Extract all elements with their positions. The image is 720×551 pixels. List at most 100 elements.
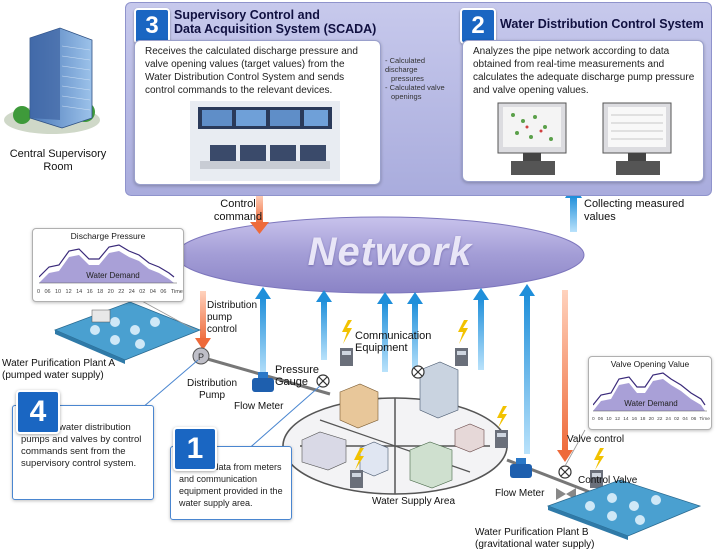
- scada-title-line2: Data Acquisition System (SCADA): [174, 22, 377, 36]
- plant-a-line2: (pumped water supply): [2, 370, 104, 381]
- control-command-line2: command: [213, 211, 263, 223]
- control-command-line1: Control: [220, 198, 256, 210]
- distribution-pump-line1: Distribution: [186, 378, 238, 389]
- control-valve-label: Control Valve: [578, 475, 638, 486]
- step4-number-badge: 4: [16, 390, 60, 434]
- tick: 06: [597, 417, 604, 422]
- tick: 04: [682, 417, 688, 422]
- flow-meter-b-label: Flow Meter: [495, 488, 545, 499]
- step1-callout: Collects data from meters and communicat…: [170, 446, 292, 520]
- tick: 06: [44, 289, 51, 295]
- comm-equipment-line2: Equipment: [355, 342, 408, 354]
- tick: 04: [149, 289, 156, 295]
- pump-control-arrow: [200, 291, 206, 341]
- collecting-line1: Collecting measured: [584, 198, 685, 210]
- collecting-line2: values: [584, 211, 616, 223]
- discharge-chart-title: Discharge Pressure: [70, 231, 146, 241]
- tick: 20: [107, 289, 114, 295]
- tick: 24: [128, 289, 135, 295]
- scada-card: Receives the calculated discharge pressu…: [134, 40, 381, 185]
- step1-number-badge: 1: [173, 427, 217, 471]
- transfer-note-line4: openings: [391, 92, 422, 101]
- distribution-pump-line2: Pump: [198, 390, 226, 401]
- valve-chart-graphic: [593, 372, 707, 412]
- plant-a-label: Water Purification Plant A (pumped water…: [2, 358, 132, 382]
- tick: 10: [55, 289, 62, 295]
- tick: Time: [699, 417, 710, 422]
- valve-chart-title: Valve Opening Value: [610, 359, 690, 369]
- measurement-arrows: [255, 284, 535, 454]
- pump-control-line3: control: [207, 324, 238, 335]
- tick: 0: [592, 417, 595, 422]
- step1-description: Collects data from meters and communicat…: [179, 462, 283, 508]
- tick: 10: [606, 417, 612, 422]
- pump-control-line2: pump: [207, 312, 233, 323]
- plant-b-icon: [546, 479, 702, 540]
- tick: 16: [86, 289, 93, 295]
- scada-description: Receives the calculated discharge pressu…: [145, 46, 358, 96]
- scada-title-line1: Supervisory Control and: [174, 8, 320, 22]
- valve-chart-pointer: [564, 429, 586, 467]
- wdcs-title: Water Distribution Control System: [500, 17, 704, 31]
- pump-control-label: Distribution pump control: [207, 300, 267, 336]
- central-room-line1: Central Supervisory: [9, 148, 107, 160]
- tick: 02: [674, 417, 680, 422]
- collecting-values-label: Collecting measured values: [584, 198, 709, 224]
- distribution-pump-label: Distribution Pump: [182, 378, 242, 402]
- tick: 14: [623, 417, 629, 422]
- pressure-gauge-line2: Gauge: [275, 376, 309, 388]
- plant-b-label: Water Purification Plant B (gravitationa…: [475, 527, 615, 551]
- tick: 0: [37, 289, 41, 295]
- plant-a-icon: [53, 301, 202, 364]
- scada-number-badge: 3: [134, 8, 170, 44]
- pressure-gauge-line1: Pressure: [275, 364, 320, 376]
- svg-text:P: P: [198, 352, 204, 362]
- valve-water-demand: Water Demand: [624, 399, 678, 408]
- transfer-note-line2: pressures: [391, 74, 424, 83]
- valve-control-label: Valve control: [567, 434, 625, 445]
- transfer-notes: - Calculated discharge pressures - Calcu…: [385, 56, 457, 101]
- wdcs-number-badge: 2: [460, 8, 496, 44]
- step1-pointer: [244, 385, 321, 453]
- analysis-computers-image: [497, 102, 672, 175]
- water-supply-area-label: Water Supply Area: [372, 496, 456, 507]
- tick: 22: [657, 417, 663, 422]
- discharge-chart-graphic: [39, 244, 177, 284]
- central-room-line2: Room: [43, 161, 73, 173]
- tick: 12: [614, 417, 621, 422]
- tick: 24: [665, 417, 671, 422]
- pressure-gauge-label: Pressure Gauge: [275, 364, 325, 388]
- pressure-gauge-icons: [316, 365, 572, 479]
- tick: Time: [170, 289, 183, 295]
- central-room-label: Central Supervisory Room: [2, 148, 114, 174]
- transfer-note-line3: - Calculated valve: [385, 83, 445, 92]
- water-supply-area-map: [282, 361, 508, 495]
- tick: 22: [118, 289, 125, 295]
- tick: 16: [631, 417, 638, 422]
- discharge-chart-pointer: [139, 299, 196, 331]
- tick: 20: [648, 417, 654, 422]
- tick: 12: [65, 289, 72, 295]
- tick: 18: [640, 417, 646, 422]
- wdcs-card: Analyzes the pipe network according to d…: [462, 40, 704, 182]
- tick: 14: [76, 289, 83, 295]
- step4-description: Controls water distribution pumps and va…: [21, 422, 142, 469]
- flow-meter-icons: [252, 372, 532, 478]
- central-building-icon: [4, 27, 100, 134]
- pump-control-line1: Distribution: [207, 300, 258, 311]
- control-command-arrow: [256, 194, 263, 224]
- tick: 06: [690, 417, 697, 422]
- comm-equipment-line1: Communication: [355, 330, 432, 342]
- valve-control-arrow: [562, 290, 568, 454]
- tick: 18: [97, 289, 104, 295]
- network-label: Network: [307, 230, 473, 274]
- comm-equipment-label: Communication Equipment: [355, 330, 445, 354]
- plant-b-line2: (gravitational water supply): [475, 539, 595, 550]
- tick: 02: [139, 289, 146, 295]
- distribution-pump-icon: P: [192, 347, 210, 365]
- scada-title: Supervisory Control and Data Acquisition…: [174, 8, 434, 36]
